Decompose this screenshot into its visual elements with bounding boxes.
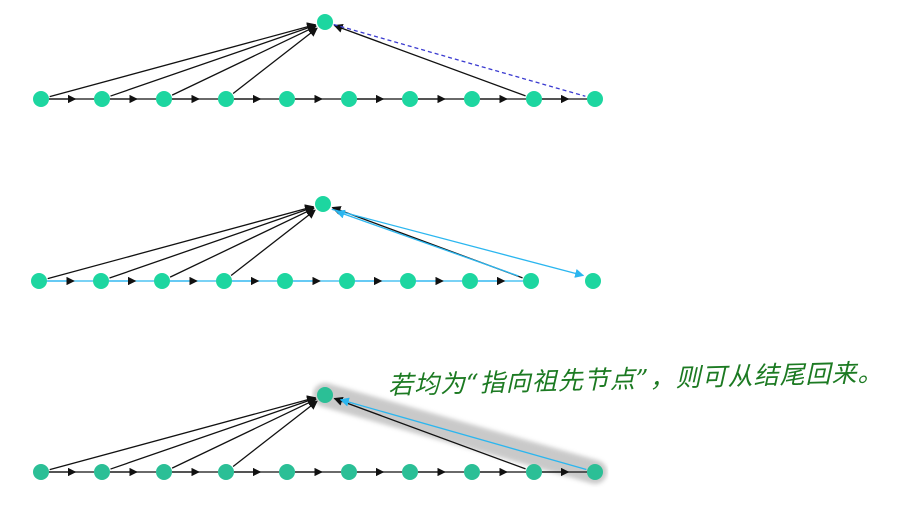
diagram-2-top-node (315, 196, 331, 212)
diagram-1-chain-node-8 (464, 91, 480, 107)
highlight-shadow-layer (20, 383, 616, 484)
diagram-3-chain-node-8 (464, 464, 480, 480)
diagram-3-cyan-back-edge (339, 397, 587, 471)
diagram-3-chain-node-4 (218, 464, 234, 480)
diagram-3-back-edge (333, 397, 526, 470)
diagram-1-ancestor-edge-1 (49, 22, 317, 98)
diagram-2-ancestor-edge-1 (47, 204, 315, 280)
diagram-2-chain-node-7 (400, 273, 416, 289)
diagram-1-chain-node-4 (218, 91, 234, 107)
diagram-1-chain-node-2 (94, 91, 110, 107)
diagram-3-chain-node-6 (341, 464, 357, 480)
diagram-3-top-node (317, 387, 333, 403)
diagram-1-chain-node-7 (402, 91, 418, 107)
diagram-1-ancestor-edge-4 (232, 27, 318, 94)
diagram-2-chain-node-5 (277, 273, 293, 289)
diagram-1-chain-node-10 (587, 91, 603, 107)
diagram-2-chain-node-10 (585, 273, 601, 289)
diagram-2-chain-node-8 (462, 273, 478, 289)
diagram-2-chain-node-2 (93, 273, 109, 289)
diagram-3-chain-node-10 (587, 464, 603, 480)
diagram-3-chain-node-5 (279, 464, 295, 480)
diagram-3-ancestor-edge-1 (49, 395, 317, 471)
diagram-2-chain-node-9 (523, 273, 539, 289)
diagram-1-chain-node-9 (526, 91, 542, 107)
diagram-1-dashed-edge (333, 23, 586, 97)
diagram-2-ancestor-edge-3 (169, 207, 315, 278)
diagram-2-chain-node-4 (216, 273, 232, 289)
diagram-3-chain-node-2 (94, 464, 110, 480)
edges-layer (47, 22, 587, 477)
diagram-3-chain-node-3 (156, 464, 172, 480)
diagram-1-chain-node-1 (33, 91, 49, 107)
diagram-3-chain-node-9 (526, 464, 542, 480)
diagram-2-cyan-up-edge (335, 209, 519, 277)
nodes-layer (31, 14, 603, 480)
diagram-3-chain-node-1 (33, 464, 49, 480)
diagram-1-top-node (317, 14, 333, 30)
diagram-1-ancestor-edge-2 (110, 23, 317, 97)
diagram-2-cyan-down-edge (331, 208, 585, 278)
diagram-1-chain-node-6 (341, 91, 357, 107)
diagram-2-chain-node-1 (31, 273, 47, 289)
diagram-1-back-edge (333, 24, 526, 97)
diagram-1-ancestor-edge-3 (171, 25, 317, 96)
diagram-1-chain-node-5 (279, 91, 295, 107)
diagram-3-ancestor-edge-3 (171, 398, 317, 469)
diagram-2-ancestor-edge-2 (109, 205, 315, 279)
diagram-1-chain-node-3 (156, 91, 172, 107)
diagram-3-ancestor-edge-4 (232, 400, 318, 467)
diagram-3-chain-node-7 (402, 464, 418, 480)
diagram-3-ancestor-edge-2 (110, 396, 317, 470)
diagram-2-ancestor-edge-4 (230, 209, 316, 276)
diagram-2-chain-node-3 (154, 273, 170, 289)
diagram-2-chain-node-6 (339, 273, 355, 289)
